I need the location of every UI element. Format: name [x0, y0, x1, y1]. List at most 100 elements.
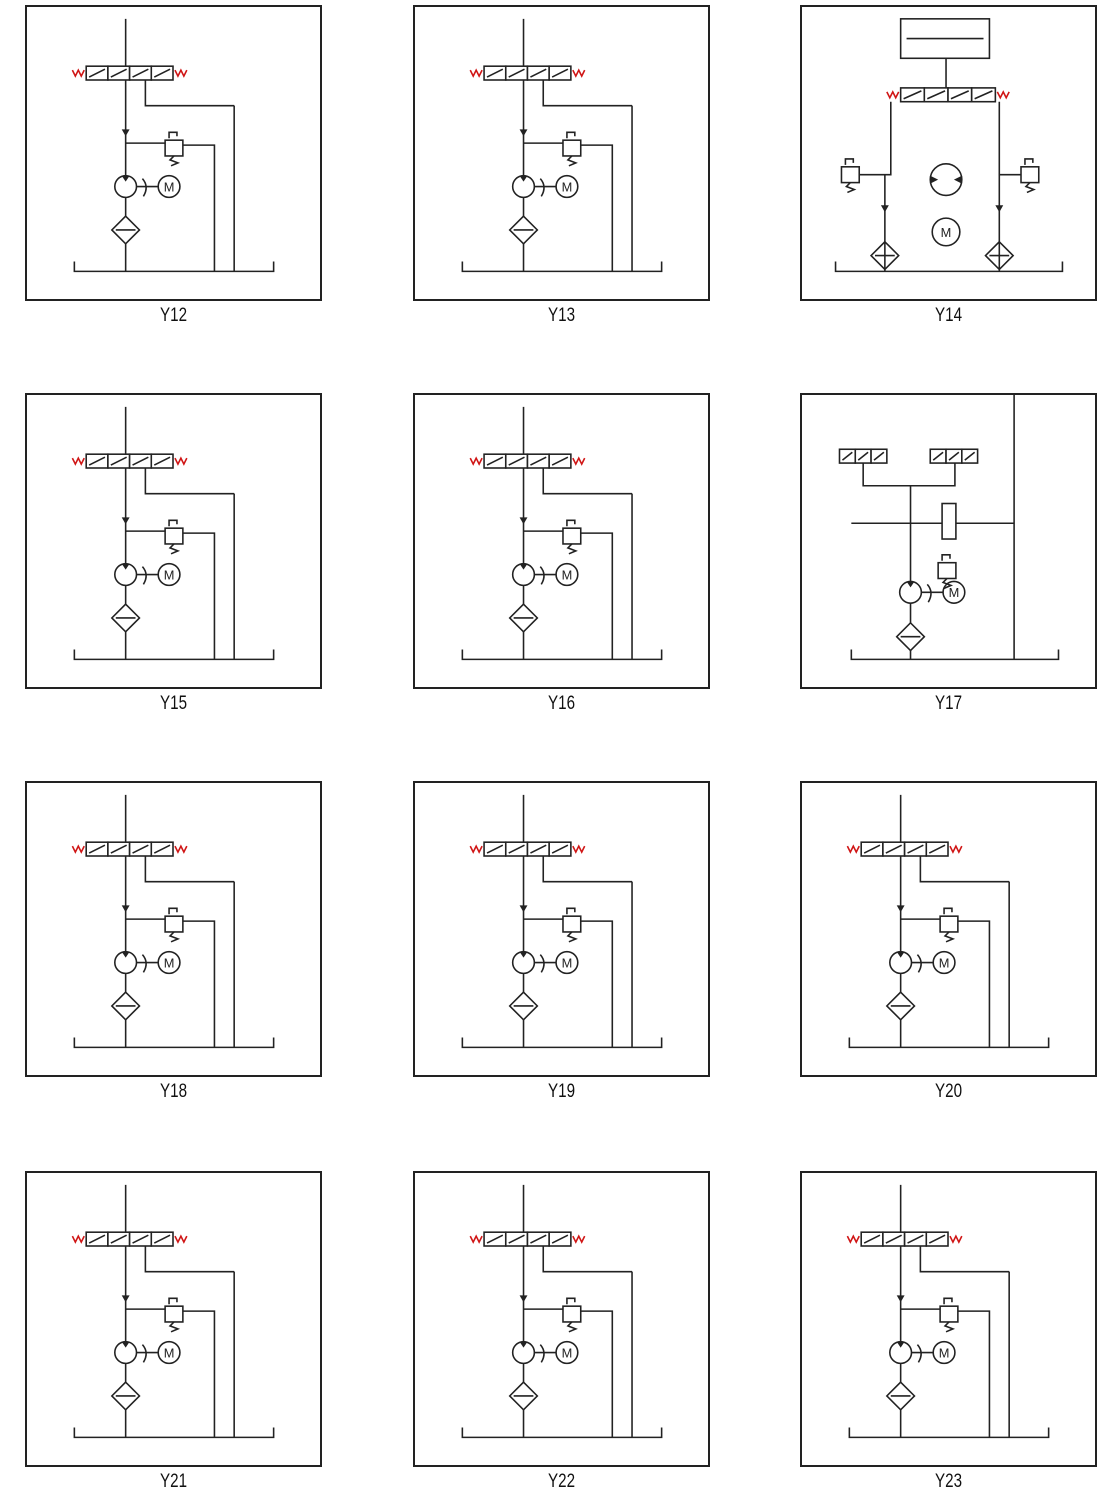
- motor-icon: [555, 174, 579, 199]
- motor-label: M: [562, 955, 573, 970]
- relief-valve-body: [562, 1305, 582, 1323]
- check-valve-icon: [519, 517, 528, 525]
- relief-valve-body: [939, 915, 959, 933]
- check-valve: [121, 129, 130, 137]
- tank-line: [461, 1037, 663, 1049]
- directional-valve: [71, 841, 188, 857]
- valve-flow-arrow: [486, 68, 504, 78]
- actuator-cylinder: [899, 18, 991, 60]
- tank-line: [73, 1427, 275, 1439]
- motor-label: M: [562, 1345, 573, 1360]
- relief-pilot-line: [168, 131, 178, 139]
- valve-flow-arrow: [948, 451, 960, 461]
- relief-valve-body: [937, 561, 957, 580]
- filter-symbol: [885, 1381, 916, 1411]
- valve-flow-arrow: [857, 451, 869, 461]
- check-valve-icon: [519, 129, 528, 137]
- motor-label: M: [949, 585, 960, 600]
- solenoid-right-icon: [996, 90, 1010, 100]
- valve-flow-arrow: [530, 1234, 547, 1244]
- relief-valve-body: [562, 527, 582, 545]
- relief-pilot-line: [943, 1297, 953, 1305]
- tank-symbol: [461, 649, 663, 661]
- motor-port-icon: [953, 175, 962, 184]
- check-valve-icon: [121, 517, 130, 525]
- motor-label: M: [164, 955, 175, 970]
- valve-flow-arrow: [551, 68, 569, 78]
- hydraulic-schematic: M: [800, 5, 1097, 301]
- valve-flow-arrow: [974, 90, 993, 100]
- valve-flow-arrow: [110, 68, 127, 78]
- tank-line: [73, 649, 275, 661]
- check-valve: [121, 517, 130, 525]
- relief-pilot-line: [943, 907, 953, 915]
- valve-flow-arrow: [153, 456, 171, 466]
- return-line: [580, 532, 614, 660]
- valve-return-line: [542, 1246, 633, 1273]
- valve-flow-arrow: [530, 68, 547, 78]
- solenoid-left-icon: [469, 844, 483, 854]
- relief-valve-body: [562, 915, 582, 933]
- solenoid-left-icon: [886, 90, 900, 100]
- solenoid-right-icon: [572, 844, 586, 854]
- valve-flow-arrow: [841, 451, 853, 461]
- valve-flow-arrow: [863, 1234, 881, 1244]
- motor-icon: [932, 950, 956, 975]
- valve-flow-arrow: [132, 844, 149, 854]
- valve-flow-arrow: [132, 1234, 149, 1244]
- relief-valve: [562, 131, 582, 167]
- tank-symbol: [834, 261, 1064, 273]
- valve-flow-arrow: [88, 844, 106, 854]
- return-line: [957, 1310, 991, 1438]
- tank-symbol: [461, 261, 663, 273]
- tank-symbol: [850, 649, 1060, 661]
- check-valve: [519, 905, 528, 913]
- motor-port-icon: [930, 175, 939, 184]
- diagram-label: Y20: [934, 1081, 963, 1102]
- relief-valve: [164, 519, 184, 555]
- tank-symbol: [73, 261, 275, 273]
- pump-arrow-icon: [121, 1341, 130, 1348]
- valve-return-line: [144, 1246, 235, 1273]
- directional-valve: [469, 65, 586, 81]
- motor-label: M: [941, 225, 952, 240]
- return-line: [580, 1310, 614, 1438]
- pump-arrow-icon: [121, 951, 130, 958]
- pump-motor-unit: M: [511, 562, 579, 587]
- tank-line: [850, 649, 1060, 661]
- diagram-label: Y19: [547, 1081, 576, 1102]
- relief-valve-body: [939, 1305, 959, 1323]
- relief-valve-body: [1020, 166, 1040, 184]
- hydraulic-schematic: M: [25, 5, 322, 301]
- directional-valve: [929, 448, 979, 464]
- motor-icon: [157, 174, 181, 199]
- directional-valve: [846, 841, 963, 857]
- valve-flow-arrow: [153, 844, 171, 854]
- return-line: [182, 532, 216, 660]
- hydraulic-schematic: M: [413, 393, 710, 689]
- motor-icon: [555, 950, 579, 975]
- diagram-label: Y13: [547, 305, 576, 326]
- filter-symbol: [508, 603, 539, 633]
- tank-symbol: [848, 1037, 1050, 1049]
- pump-arrow-icon: [906, 581, 915, 588]
- check-valve-icon: [896, 1295, 905, 1303]
- valve-flow-arrow: [486, 1234, 504, 1244]
- pump-arrow-icon: [519, 951, 528, 958]
- check-valve: [121, 1295, 130, 1303]
- return-line: [957, 920, 991, 1048]
- solenoid-left-icon: [469, 1234, 483, 1244]
- motor-label: M: [164, 567, 175, 582]
- filter-symbol: [110, 991, 141, 1021]
- rotation-arrow-icon: [539, 178, 545, 197]
- schematic-drawing: M: [461, 794, 663, 1049]
- relief-spring-icon: [943, 931, 956, 943]
- return-line: [182, 144, 216, 272]
- motor-icon: [555, 1340, 579, 1365]
- valve-flow-arrow: [926, 90, 946, 100]
